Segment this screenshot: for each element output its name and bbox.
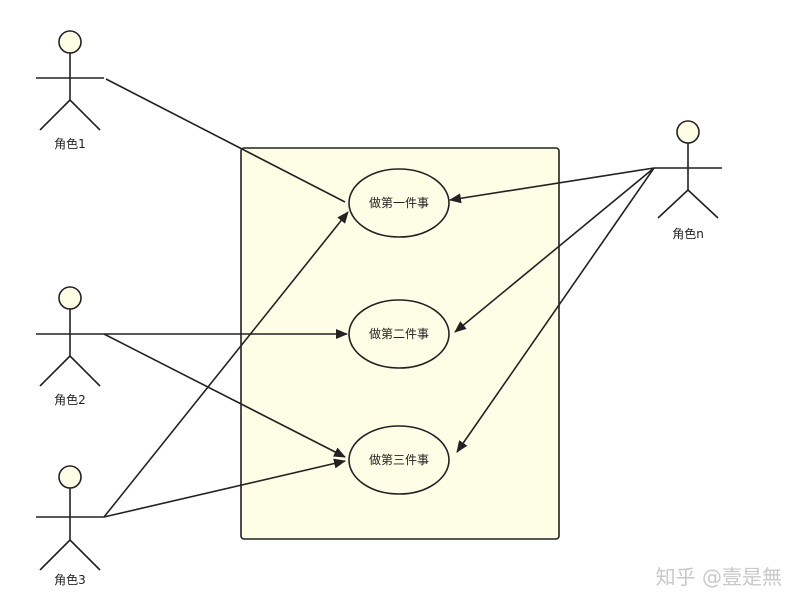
use-case-ellipse (348, 168, 450, 238)
use-case-ellipse (348, 425, 450, 495)
association-a2-u3 (103, 333, 346, 458)
association-an-u1 (449, 167, 655, 204)
actor-an[interactable]: 角色n (654, 120, 722, 241)
actor-leg-left (39, 539, 71, 571)
actor-head (58, 30, 82, 54)
actor-head (676, 120, 700, 144)
use-case-label: 做第一件事 (369, 195, 429, 210)
actor-head (58, 286, 82, 310)
association-an-u3 (456, 167, 655, 453)
actor-label: 角色3 (54, 573, 86, 587)
use-case-u3[interactable]: 做第三件事 (348, 425, 450, 495)
association-an-u2 (454, 167, 655, 333)
actor-label: 角色1 (54, 137, 86, 151)
associations (103, 78, 655, 518)
association-a3-u3 (103, 458, 346, 518)
association-a1-u1 (105, 78, 346, 203)
watermark: 知乎 @壹是無 (656, 565, 782, 589)
actor-leg-right (69, 355, 101, 387)
actor-leg-right (69, 99, 101, 131)
actor-leg-left (657, 189, 689, 219)
use-case-u1[interactable]: 做第一件事 (348, 168, 450, 238)
actor-leg-right (69, 539, 101, 571)
actor-a3[interactable]: 角色3 (36, 465, 104, 587)
actor-a1[interactable]: 角色1 (36, 30, 104, 151)
association-a3-u1 (103, 211, 349, 518)
actor-label: 角色2 (54, 393, 86, 407)
actor-a2[interactable]: 角色2 (36, 286, 104, 407)
actor-head (58, 465, 82, 489)
use-case-ellipse (348, 299, 450, 369)
actor-label: 角色n (672, 227, 704, 241)
actor-leg-left (39, 355, 71, 387)
actor-leg-right (687, 189, 719, 219)
use-case-u2[interactable]: 做第二件事 (348, 299, 450, 369)
use-case-label: 做第三件事 (369, 452, 429, 467)
actor-leg-left (39, 99, 71, 131)
use-case-label: 做第二件事 (369, 326, 429, 341)
